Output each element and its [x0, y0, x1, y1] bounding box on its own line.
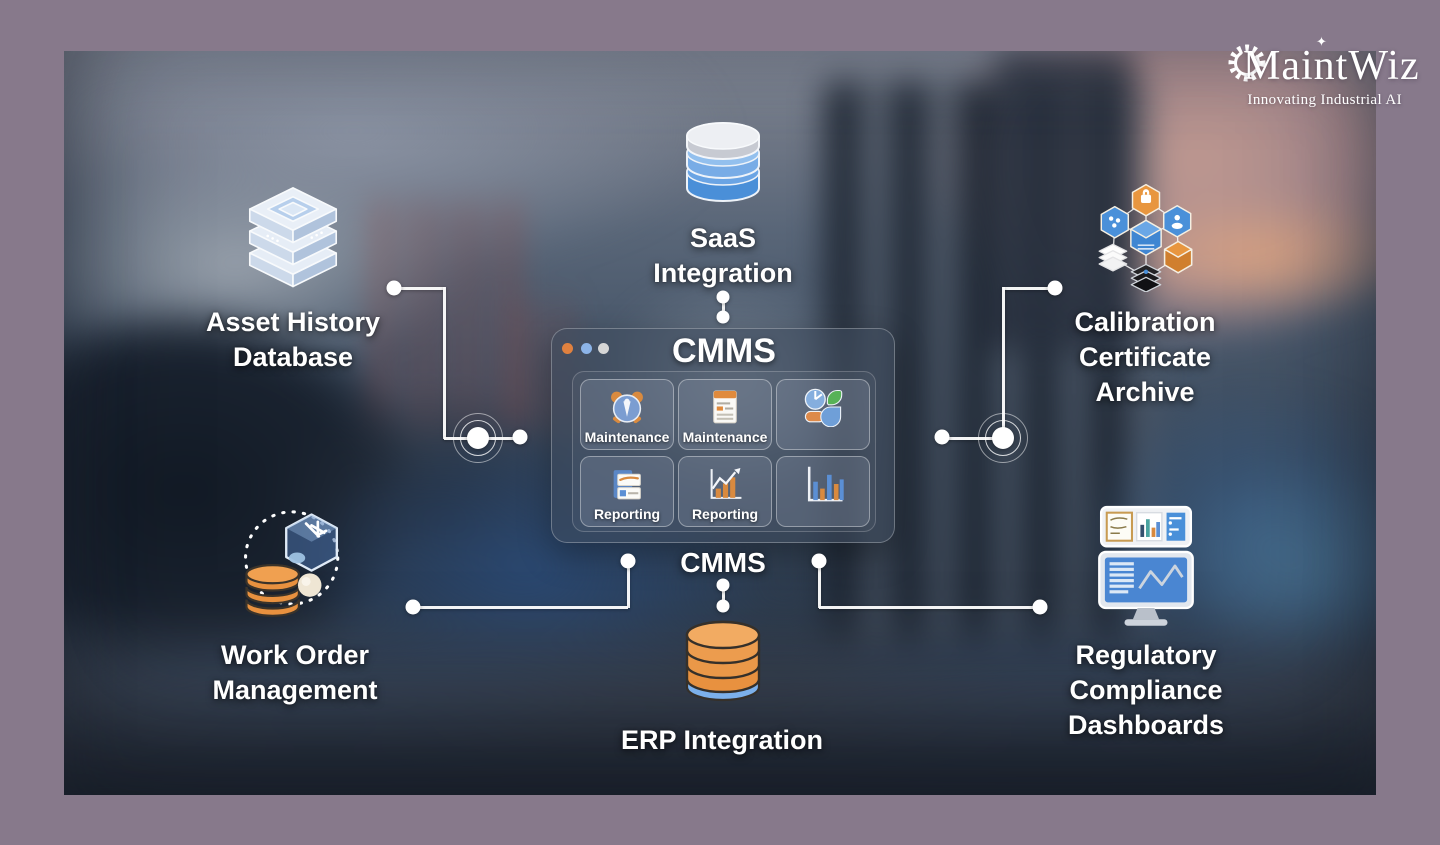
- connector-calibration-vline: [1001, 287, 1005, 439]
- tile-reporting-documents[interactable]: Reporting: [580, 456, 674, 527]
- connector-workorder-vline: [626, 561, 630, 608]
- brand-logo: MaintWiz ✦ Innovating Industrial AI: [1224, 34, 1419, 114]
- connector-dot: [512, 429, 528, 445]
- pie-quadrants-icon: [804, 388, 843, 427]
- connector-dot: [386, 280, 402, 296]
- asset-history-stack-icon: [248, 187, 338, 288]
- tile-label: Maintenance: [584, 429, 670, 445]
- logo-wordmark: MaintWiz: [1243, 43, 1420, 89]
- connector-regulatory-vline: [817, 561, 821, 608]
- connector-regulatory-hline: [819, 605, 1040, 609]
- connector-dot: [1047, 280, 1063, 296]
- connector-calibration-hline: [1003, 286, 1054, 290]
- window-dot-gray[interactable]: [598, 343, 609, 354]
- window-dot-blue[interactable]: [581, 343, 592, 354]
- connector-dot: [716, 310, 730, 324]
- regulatory-dashboard-monitor-icon: [1098, 505, 1194, 626]
- bar-chart-icon: [807, 466, 844, 502]
- connector-dot: [1032, 599, 1048, 615]
- logo-tagline: Innovating Industrial AI: [1247, 92, 1402, 108]
- gear-icon: [1228, 44, 1266, 82]
- connector-asset-hline: [396, 286, 445, 290]
- tile-reporting-trend[interactable]: Reporting: [678, 456, 772, 527]
- work-order-database-gear-icon: [244, 510, 340, 617]
- cmms-panel: CMMS Maintenance: [551, 328, 895, 543]
- calibration-hexagon-cluster-icon: [1098, 183, 1193, 292]
- regulatory-label: Regulatory Compliance Dashboards: [1067, 640, 1225, 740]
- tile-maintenance-schedule[interactable]: Maintenance: [580, 379, 674, 450]
- window-dot-orange[interactable]: [562, 343, 573, 354]
- tile-label: Reporting: [691, 506, 759, 522]
- asset-history-label: Asset History Database: [205, 307, 381, 372]
- tile-label: Reporting: [593, 506, 661, 522]
- connector-calibration-hline2: [943, 436, 1003, 440]
- tile-maintenance-workorder[interactable]: Maintenance: [678, 379, 772, 450]
- connector-dot: [934, 429, 950, 445]
- connector-cmms-erp-line: [721, 585, 725, 605]
- connector-dot: [620, 553, 636, 569]
- erp-label: ERP Integration: [620, 725, 824, 755]
- work-order-label: Work Order Management: [212, 640, 378, 705]
- connector-dot: [811, 553, 827, 569]
- cmms-panel-title: CMMS: [672, 332, 776, 370]
- sparkle-icon: ✦: [1316, 34, 1327, 49]
- connector-workorder-hline: [413, 605, 628, 609]
- connector-saas-panel-line: [721, 297, 725, 317]
- connector-dot: [716, 599, 730, 613]
- connector-ring-node: [978, 413, 1028, 463]
- cmms-tile-grid: Maintenance Maintenance: [572, 371, 876, 532]
- saas-database-icon: [686, 122, 760, 202]
- calibration-label: Calibration Certificate Archive: [1074, 307, 1216, 407]
- report-documents-icon: [613, 469, 641, 499]
- tile-label: Maintenance: [682, 429, 768, 445]
- alarm-clock-icon: [611, 391, 643, 423]
- erp-database-icon: [685, 620, 761, 702]
- saas-label: SaaS Integration: [653, 223, 793, 288]
- connector-ring-node: [453, 413, 503, 463]
- cmms-bottom-label: CMMS: [680, 547, 766, 578]
- tile-analytics-pie[interactable]: [776, 379, 870, 450]
- connector-dot: [716, 578, 730, 592]
- connector-asset-vline: [442, 287, 446, 439]
- connector-dot: [405, 599, 421, 615]
- work-order-form-icon: [713, 390, 737, 423]
- growth-chart-arrow-icon: [710, 467, 742, 499]
- connector-dot: [716, 290, 730, 304]
- tile-analytics-bars[interactable]: [776, 456, 870, 527]
